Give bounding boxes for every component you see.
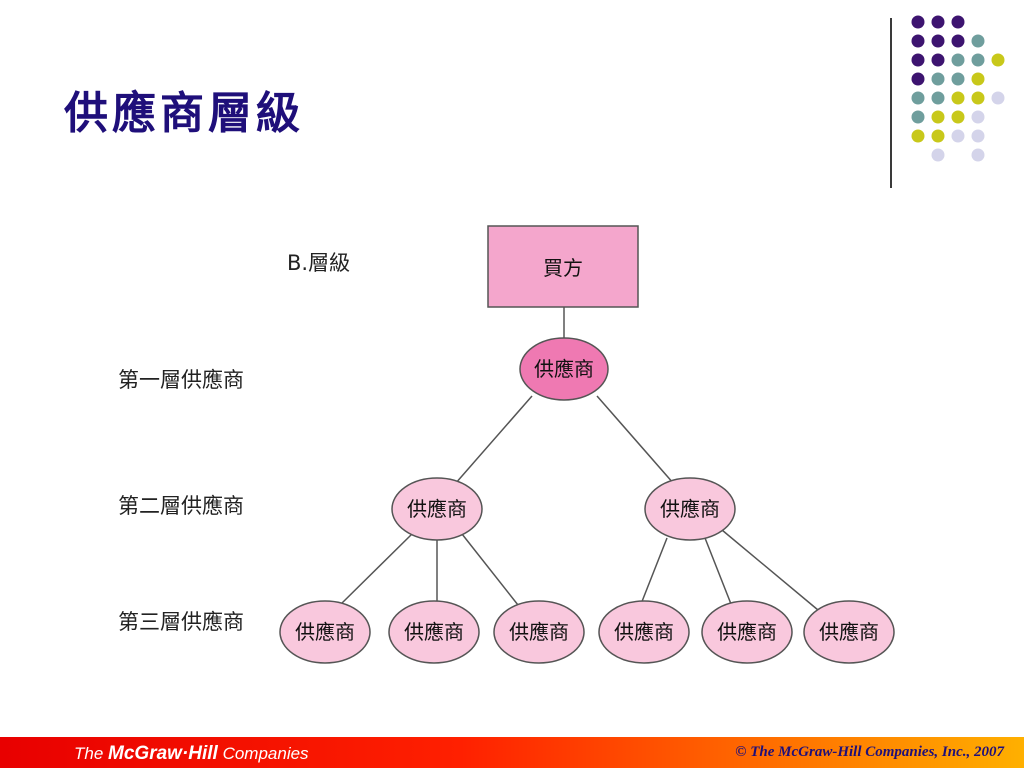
buyer-label: 買方 — [543, 256, 583, 280]
publisher-logo-name: McGraw·Hill — [108, 743, 218, 764]
tier1-supplier-node — [519, 337, 609, 401]
level-label-tier2: 第二層供應商 — [118, 494, 244, 518]
connector-tier2-right-tier3-6 — [721, 529, 819, 611]
copyright-notice: © The McGraw-Hill Companies, Inc., 2007 — [735, 744, 1004, 760]
tier3-supplier-label-4: 供應商 — [614, 620, 674, 644]
connector-tier1-tier2-left — [454, 395, 533, 485]
decorative-dot — [931, 15, 945, 29]
decorative-dot — [931, 53, 945, 67]
decorative-dot — [971, 110, 985, 124]
decorative-dot — [931, 72, 945, 86]
connector-tier2-left-tier3-1 — [339, 533, 413, 606]
decorative-dot — [971, 129, 985, 143]
connector-tier1-tier2-right — [596, 395, 675, 485]
tier3-supplier-node-1 — [279, 600, 371, 664]
decorative-dot — [951, 110, 965, 124]
tier3-supplier-node-3 — [493, 600, 585, 664]
tier3-supplier-node-2 — [388, 600, 480, 664]
publisher-logo: The McGraw·Hill Companies — [74, 743, 309, 765]
decorative-dot — [951, 72, 965, 86]
publisher-logo-the: The — [74, 744, 109, 763]
tier3-supplier-label-1: 供應商 — [295, 620, 355, 644]
tier2-supplier-label-right: 供應商 — [660, 497, 720, 521]
tier3-supplier-label-5: 供應商 — [717, 620, 777, 644]
decorative-dot — [991, 53, 1005, 67]
publisher-logo-companies: Companies — [217, 744, 309, 763]
decorative-dot — [951, 53, 965, 67]
tier2-supplier-node-left — [391, 477, 483, 541]
decorative-dot-grid — [911, 15, 1005, 162]
decorative-dot — [911, 15, 925, 29]
decorative-dot — [971, 34, 985, 48]
decorative-dot — [971, 72, 985, 86]
tier3-supplier-node-4 — [598, 600, 690, 664]
decorative-dot — [951, 34, 965, 48]
connector-tier2-right-tier3-5 — [704, 537, 732, 605]
buyer-box — [487, 225, 639, 308]
slide-title: 供應商層級 — [64, 88, 304, 139]
level-label-tier3: 第三層供應商 — [118, 610, 244, 634]
tier3-supplier-node-6 — [803, 600, 895, 664]
tier3-supplier-label-3: 供應商 — [509, 620, 569, 644]
supplier-hierarchy-diagram: 買方 供應商 供應商 供應商 供應商 供應商 供應商 供應商 供應商 供應商 B… — [118, 225, 895, 664]
decorative-dot — [931, 110, 945, 124]
decorative-dot — [971, 148, 985, 162]
decorative-dot — [951, 15, 965, 29]
tier3-supplier-label-2: 供應商 — [404, 620, 464, 644]
decorative-dot — [931, 129, 945, 143]
decorative-dot — [911, 72, 925, 86]
decorative-divider — [890, 18, 892, 188]
decorative-dot — [911, 110, 925, 124]
tier2-supplier-label-left: 供應商 — [407, 497, 467, 521]
decorative-dot — [931, 34, 945, 48]
decorative-dot — [931, 91, 945, 105]
decorative-dot — [911, 53, 925, 67]
connector-tier2-left-tier3-3 — [461, 533, 519, 606]
tier3-supplier-label-6: 供應商 — [819, 620, 879, 644]
decorative-dot — [911, 129, 925, 143]
decorative-dot — [951, 129, 965, 143]
tier3-supplier-node-5 — [701, 600, 793, 664]
decorative-dot — [971, 91, 985, 105]
decorative-dot — [951, 91, 965, 105]
tier2-supplier-node-right — [644, 477, 736, 541]
decorative-dot — [931, 148, 945, 162]
tier1-supplier-label: 供應商 — [534, 357, 594, 381]
connector-tier2-right-tier3-4 — [640, 537, 668, 605]
footer-bar: The McGraw·Hill Companies © The McGraw-H… — [0, 737, 1024, 768]
decorative-dot — [911, 91, 925, 105]
decorative-dot — [991, 91, 1005, 105]
section-label: B.層級 — [287, 251, 350, 275]
decorative-dot — [911, 34, 925, 48]
level-label-tier1: 第一層供應商 — [118, 368, 244, 392]
decorative-dot — [971, 53, 985, 67]
